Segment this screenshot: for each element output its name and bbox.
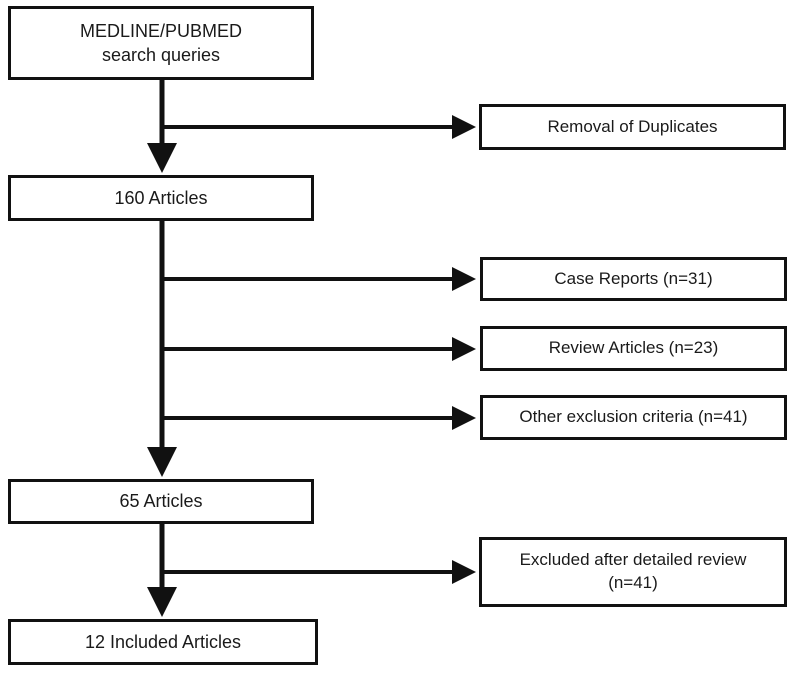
other-exclusion-label: Other exclusion criteria (n=41) xyxy=(519,407,748,427)
included-articles-label: 12 Included Articles xyxy=(84,631,242,652)
other-exclusion-box: Other exclusion criteria (n=41) xyxy=(480,395,787,440)
review-articles-label: Review Articles (n=23) xyxy=(548,338,719,358)
search-queries-box: MEDLINE/PUBMED search queries xyxy=(8,6,314,80)
articles-65-box: 65 Articles xyxy=(8,479,314,524)
case-reports-label: Case Reports (n=31) xyxy=(554,268,713,288)
articles-160-label: 160 Articles xyxy=(114,187,208,208)
case-reports-box: Case Reports (n=31) xyxy=(480,257,787,301)
search-queries-line-1: MEDLINE/PUBMED xyxy=(79,20,243,41)
search-queries-line-2: search queries xyxy=(101,45,221,65)
detailed-review-line-1: Excluded after detailed review xyxy=(519,550,747,570)
included-articles-box: 12 Included Articles xyxy=(8,619,318,665)
review-articles-box: Review Articles (n=23) xyxy=(480,326,787,371)
detailed-review-box: Excluded after detailed review (n=41) xyxy=(479,537,787,607)
removal-duplicates-label: Removal of Duplicates xyxy=(547,116,718,136)
removal-duplicates-box: Removal of Duplicates xyxy=(479,104,786,150)
articles-160-box: 160 Articles xyxy=(8,175,314,221)
detailed-review-line-2: (n=41) xyxy=(608,573,658,592)
articles-65-label: 65 Articles xyxy=(119,491,203,512)
